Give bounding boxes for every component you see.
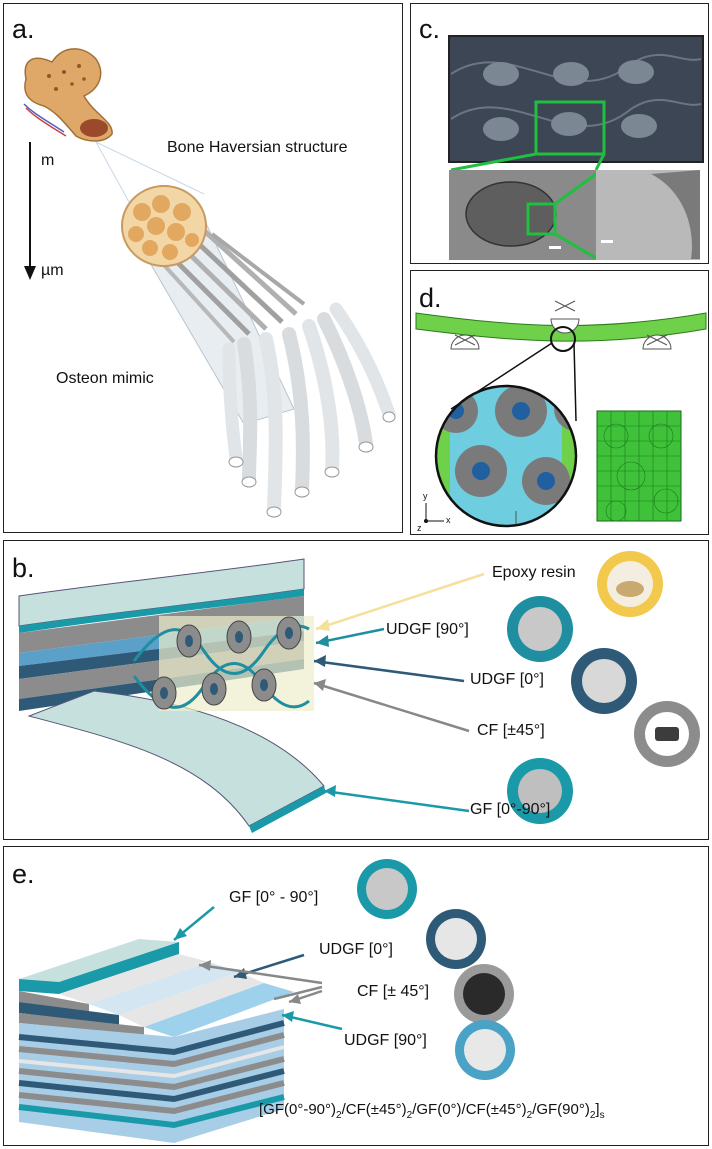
- label-epoxy-resin: Epoxy resin: [492, 564, 576, 581]
- bone-haversian-title: Bone Haversian structure: [167, 139, 348, 156]
- formula-part-3: /GF(0°)/CF(±45°): [412, 1101, 527, 1118]
- panel-c-label: c.: [419, 14, 441, 44]
- panel-a-label: a.: [12, 14, 35, 44]
- formula-part-2: /CF(±45°): [341, 1101, 407, 1118]
- panel-b-label: b.: [12, 553, 35, 583]
- osteon-mimic-label: Osteon mimic: [56, 370, 154, 387]
- scale-bottom-label: µm: [41, 262, 64, 279]
- panel-e-label: e.: [12, 859, 35, 889]
- micrograph-images: [448, 35, 704, 260]
- axis-y-label: y: [423, 491, 428, 501]
- label-gf-0-90: GF [0°-90°]: [470, 801, 551, 818]
- osteon-fibers: [138, 218, 396, 518]
- formula-sub-2: 2: [406, 1110, 413, 1121]
- formula-sub-1: 2: [336, 1110, 342, 1121]
- label-udgf-0: UDGF [0°]: [470, 671, 544, 688]
- panel-a-illustration: [23, 48, 396, 518]
- axis-z-label: z: [417, 523, 422, 533]
- label-udgf-90: UDGF [90°]: [386, 621, 469, 638]
- label-cf-45: CF [±45°]: [477, 722, 545, 739]
- label-e-gf: GF [0° - 90°]: [229, 889, 319, 906]
- stacking-sequence-formula: [GF(0°-90°)2/CF(±45°)2/GF(0°)/CF(±45°)2/…: [259, 1101, 605, 1121]
- label-e-udgf-0: UDGF [0°]: [319, 941, 393, 958]
- panel-c: c.: [410, 3, 709, 264]
- axis-x-label: x: [446, 515, 451, 525]
- formula-sub-5: s: [599, 1110, 605, 1121]
- formula-sub-3: 2: [526, 1110, 533, 1121]
- panel-d-label: d.: [419, 283, 442, 313]
- scale-top-label: m: [41, 152, 55, 169]
- label-e-udgf-90: UDGF [90°]: [344, 1032, 427, 1049]
- fem-model: [415, 300, 707, 528]
- laminate-illustration-b: [18, 551, 700, 833]
- bone-illustration: [23, 48, 113, 142]
- panel-e: e.: [3, 846, 709, 1146]
- formula-part-4: /GF(90°): [532, 1101, 590, 1118]
- panel-d: d.: [410, 270, 709, 535]
- haversian-disc: [121, 185, 207, 267]
- laminate-illustration-e: [18, 859, 515, 1143]
- label-e-cf-45: CF [± 45°]: [357, 983, 430, 1000]
- formula-part-5: ]: [595, 1101, 600, 1118]
- panel-b: b.: [3, 540, 709, 840]
- formula-part-1: [GF(0°-90°): [259, 1101, 337, 1118]
- panel-a: a.: [3, 3, 403, 533]
- formula-sub-4: 2: [589, 1110, 596, 1121]
